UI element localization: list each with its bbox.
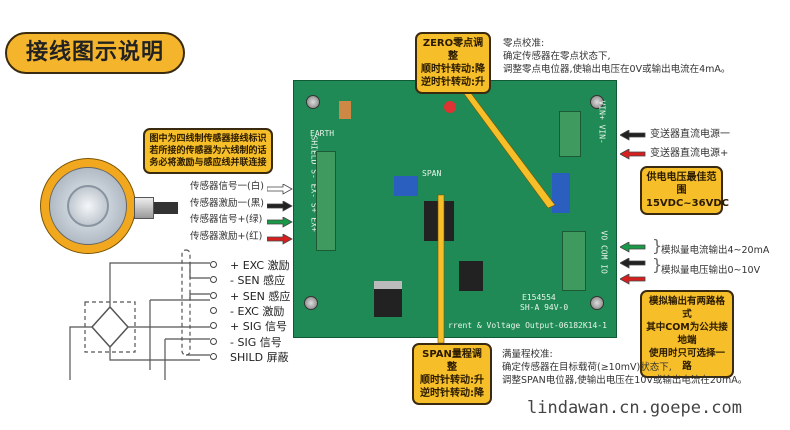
capacitor <box>339 101 351 119</box>
terminal-dot <box>210 261 217 268</box>
terminal-label: + EXC 激励 <box>230 259 290 272</box>
text-line: 其中COM为公共接地端 <box>646 322 728 346</box>
terminal-label: + SEN 感应 <box>230 289 291 303</box>
span-adjust-box: SPAN量程调整 顺时针转动:升 逆时针转动:降 <box>412 343 492 405</box>
load-cell-cable <box>154 202 178 214</box>
terminal-dot <box>210 322 217 330</box>
text-line: 确定传感器在零点状态下, <box>503 51 611 62</box>
note-line: 务必将激励与感应线并联连接 <box>149 158 267 168</box>
terminal-dot <box>210 306 217 314</box>
regulator <box>374 281 402 317</box>
zero-adjust-box: ZERO零点调整 顺时针转动:降 逆时针转动:升 <box>415 32 491 94</box>
span-potentiometer <box>394 176 418 196</box>
cert-label: E154554 <box>522 293 556 302</box>
earth-label: EARTH <box>310 129 335 138</box>
text-line: ZERO零点调整 <box>422 38 484 62</box>
output-format-box: 模拟输出有两路格式 其中COM为公共接地端 使用时只可选择一路 <box>640 290 734 378</box>
mounting-screw <box>590 296 604 310</box>
text-line: 零点校准: <box>503 38 545 49</box>
watermark: lindawan.cn.goepe.com <box>527 398 742 418</box>
span-label: SPAN <box>422 169 442 178</box>
text-line: 顺时针转动:升 <box>420 375 484 386</box>
voltage-output-label: 模拟量电压输出0~10V <box>661 265 761 276</box>
text-line: 调整SPAN电位器,使输出电压在10V或输出电流在20mA。 <box>502 375 748 386</box>
current-output-label: 模拟量电流输出4~20mA <box>661 245 770 256</box>
power-arrow-icon <box>619 145 646 160</box>
text-line: 满量程校准: <box>502 349 553 360</box>
power-label: 变送器直流电源一 <box>650 129 730 140</box>
load-cell-image <box>40 158 136 254</box>
output-arrow-icon <box>619 238 646 253</box>
terminal-dot <box>210 337 217 345</box>
terminal-label: SHILD 屏蔽 <box>230 350 289 364</box>
text-line: 供电电压最佳范围 <box>646 172 717 196</box>
output-arrow-icon <box>619 270 646 285</box>
power-arrow-icon <box>619 126 646 141</box>
note-line: 若所接的传感器为六线制的话 <box>149 146 267 156</box>
led <box>444 101 456 113</box>
zero-potentiometer <box>552 173 570 213</box>
text-line: 使用时只可选择一路 <box>648 348 725 372</box>
sensor-terminal-block <box>316 151 336 251</box>
sensor-wire-label: 传感器激励一(黑) <box>190 197 264 209</box>
supply-voltage-box: 供电电压最佳范围 15VDC~36VDC <box>640 166 729 215</box>
wire-arrow-icon <box>266 230 293 245</box>
text-line: 调整零点电位器,使输出电压在0V或输出电流在4mA。 <box>503 64 731 75</box>
mounting-screw <box>304 296 318 310</box>
terminal-dot <box>210 352 217 360</box>
text-line: 顺时针转动:降 <box>421 64 485 75</box>
model-label: rrent & Voltage Output-06182K14-1 <box>448 321 607 330</box>
wire-arrow-icon <box>266 180 293 195</box>
mounting-screw <box>306 95 320 109</box>
zero-calibration-text: 零点校准: 确定传感器在零点状态下, 调整零点电位器,使输出电压在0V或输出电流… <box>503 37 730 76</box>
bridge-schematic <box>69 249 210 380</box>
wiring-note: 图中为四线制传感器接线标识 若所接的传感器为六线制的话 务必将激励与感应线并联连… <box>143 128 273 174</box>
output-arrow-icon <box>619 254 646 269</box>
wire-arrow-icon <box>266 213 293 228</box>
note-line: 图中为四线制传感器接线标识 <box>149 134 267 144</box>
text-line: 逆时针转动:升 <box>421 77 485 88</box>
sensor-wire-label: 传感器激励+(红) <box>190 230 263 242</box>
text-line: 逆时针转动:降 <box>420 388 484 399</box>
terminal-dot <box>210 291 217 299</box>
power-label: 变送器直流电源+ <box>650 148 729 159</box>
output-terminal-block <box>562 231 586 291</box>
sensor-wire-label: 传感器信号+(绿) <box>190 214 263 225</box>
mounting-screw <box>590 95 604 109</box>
page-title: 接线图示说明 <box>5 32 185 74</box>
text-line: 模拟输出有两路格式 <box>648 296 725 320</box>
sensor-wire-label: 传感器信号一(白) <box>190 181 264 192</box>
terminal-label: - EXC 激励 <box>230 304 285 318</box>
power-terminal-block <box>559 111 581 157</box>
ic-chip <box>459 261 483 291</box>
bracket: } <box>652 236 663 255</box>
terminal-dot <box>210 276 217 284</box>
pcb-board: EARTH SHIELD S- EX- S+ EX+ SPAN VIN+ VIN… <box>293 80 617 338</box>
span-calibration-text: 满量程校准: 确定传感器在目标载荷(≥10mV)状态下, 调整SPAN电位器,使… <box>502 348 747 387</box>
text-line: SPAN量程调整 <box>422 349 482 373</box>
load-cell-connector <box>134 197 154 219</box>
wire-arrow-icon <box>266 197 293 212</box>
text-line: 15VDC~36VDC <box>646 198 729 209</box>
text-line: 确定传感器在目标载荷(≥10mV)状态下, <box>502 362 672 373</box>
terminal-label: + SIG 信号 <box>230 320 287 334</box>
bracket: } <box>652 255 663 274</box>
terminal-label: - SEN 感应 <box>230 274 286 288</box>
terminal-label: - SIG 信号 <box>230 335 282 349</box>
cert-label: SH-A 94V-0 <box>520 303 569 312</box>
